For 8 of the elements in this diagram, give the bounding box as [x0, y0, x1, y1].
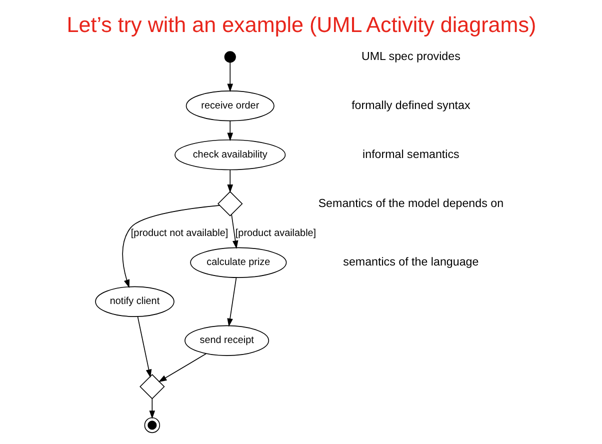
label: semantics of the language — [342, 256, 478, 269]
label: formally defined syntax — [351, 98, 470, 112]
edge-label: [product not available] — [130, 228, 228, 239]
label: informal semantics — [362, 148, 459, 161]
edge-label: [product available] — [234, 228, 316, 239]
label: UML spec provides — [360, 50, 460, 64]
diagram-title: Let’s try with an example (UML Activity diagrams) — [66, 12, 536, 37]
label: Semantics of the model depends on — [318, 196, 504, 210]
